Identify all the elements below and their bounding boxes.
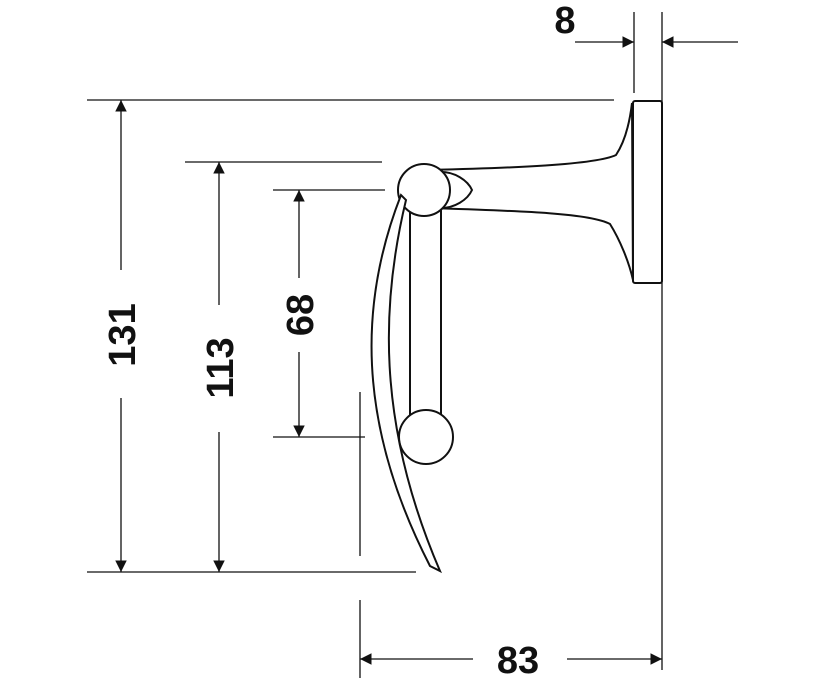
- roll-bar: [409, 204, 442, 416]
- product-outline: [370, 100, 663, 574]
- top-ball: [397, 163, 451, 217]
- dimension-lines: [115, 36, 738, 665]
- label-overall-height: 131: [102, 303, 144, 366]
- paper-flap: [370, 193, 442, 574]
- label-projection: 83: [497, 640, 539, 682]
- bottom-ball: [398, 409, 454, 465]
- label-bar-length: 68: [280, 294, 322, 336]
- label-roll-height: 113: [200, 337, 242, 398]
- dimension-labels: 8 131 113 68 83: [102, 0, 576, 682]
- wall-plate: [632, 100, 663, 284]
- label-mount-thickness: 8: [554, 0, 575, 42]
